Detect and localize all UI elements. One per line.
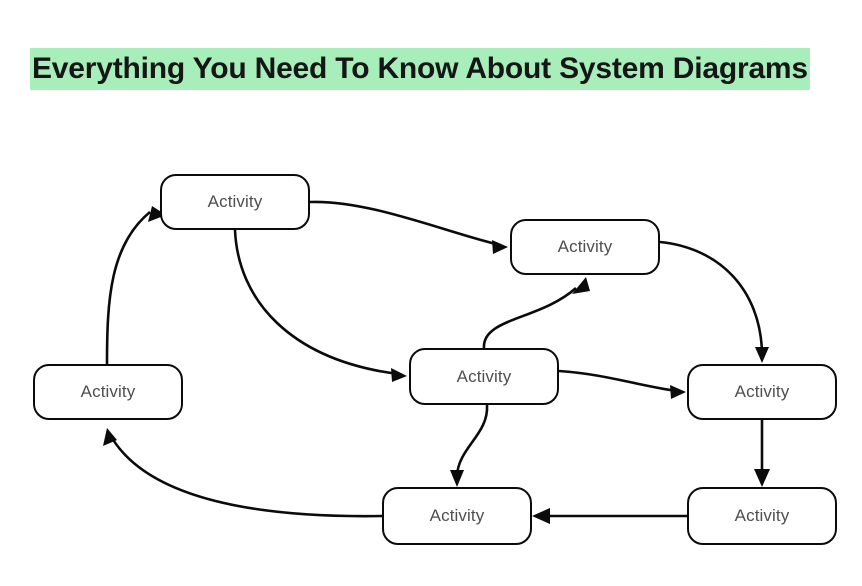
edge-activity1-to-activity2 xyxy=(309,200,508,254)
edge-path xyxy=(105,210,151,365)
activity-node-label: Activity xyxy=(456,366,512,386)
arrowhead-icon xyxy=(532,508,550,524)
arrowhead-icon xyxy=(148,206,166,222)
arrowhead-icon xyxy=(103,428,117,446)
arrowhead-icon xyxy=(755,347,769,363)
edge-activity7-to-activity6 xyxy=(532,508,687,524)
edge-path xyxy=(455,404,489,477)
activity-node-label: Activity xyxy=(734,382,790,401)
arrowhead-icon xyxy=(492,240,508,254)
arrowhead-icon xyxy=(391,368,407,382)
edge-path xyxy=(558,369,678,393)
activity-node[interactable]: Activity xyxy=(510,219,660,275)
arrowhead-icon xyxy=(450,470,464,487)
activity-node[interactable]: Activity xyxy=(33,364,183,420)
edge-activity4-to-activity5 xyxy=(558,369,686,399)
activity-node[interactable]: Activity xyxy=(409,348,559,405)
arrowhead-icon xyxy=(572,277,590,294)
edge-activity4-to-activity6 xyxy=(450,404,489,487)
edge-path xyxy=(233,229,399,376)
edge-activity2-to-activity5 xyxy=(659,240,769,363)
arrowhead-icon xyxy=(670,385,686,399)
activity-node[interactable]: Activity xyxy=(687,364,837,420)
edge-activity6-to-activity3 xyxy=(103,428,383,518)
edge-activity5-to-activity7 xyxy=(754,420,770,487)
edge-path xyxy=(482,287,577,349)
edge-path xyxy=(309,200,501,247)
activity-node-label: Activity xyxy=(80,382,136,401)
activity-node[interactable]: Activity xyxy=(160,174,310,230)
activity-node-label: Activity xyxy=(734,506,790,525)
edge-activity1-to-activity4 xyxy=(233,229,407,382)
activity-node[interactable]: Activity xyxy=(382,487,532,545)
arrowhead-icon xyxy=(754,469,770,487)
edge-activity3-to-activity1 xyxy=(105,206,166,365)
edge-activity4-to-activity2 xyxy=(482,277,590,349)
edge-path xyxy=(659,240,764,353)
activity-node-label: Activity xyxy=(207,192,263,211)
activity-node-label: Activity xyxy=(557,237,613,256)
edge-path xyxy=(110,437,383,518)
page-title-text: Everything You Need To Know About System… xyxy=(30,48,810,90)
activity-node-label: Activity xyxy=(429,506,485,525)
activity-node[interactable]: Activity xyxy=(687,487,837,545)
page-title: Everything You Need To Know About System… xyxy=(30,48,810,90)
